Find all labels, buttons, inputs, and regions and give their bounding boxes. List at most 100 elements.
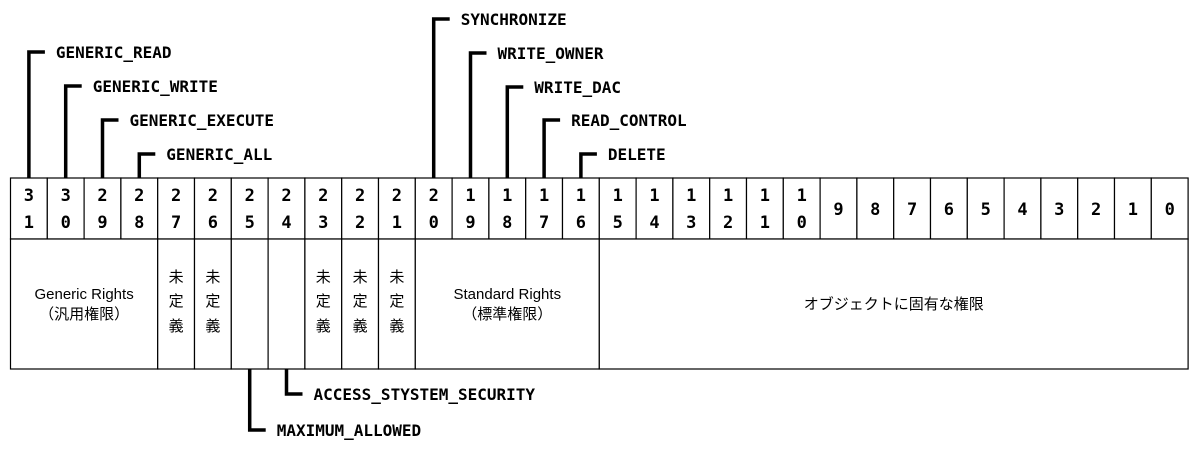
bit-number-digit: 4	[649, 213, 659, 233]
bit-number: 4	[1017, 200, 1027, 220]
bit-number-digit: 3	[318, 213, 328, 233]
region-box	[598, 238, 1189, 370]
bit-cell: 17	[525, 177, 564, 240]
flag-label: WRITE_DAC	[534, 78, 621, 97]
bit-number-digit: 7	[171, 213, 181, 233]
bit-number-row: 3130292827262524232221201918171615141312…	[9, 177, 1189, 240]
flag-label: WRITE_OWNER	[498, 44, 604, 63]
bit-cell: 13	[672, 177, 711, 240]
region-box	[414, 238, 600, 370]
bit-cell: 28	[120, 177, 159, 240]
bit-number-digit: 5	[613, 213, 623, 233]
region-row: Generic Rights（汎用権限）未定義未定義未定義未定義未定義Stand…	[9, 238, 1189, 370]
region-cell: 未定義	[304, 238, 343, 370]
undefined-char: 義	[353, 317, 368, 335]
bit-cell-box	[819, 177, 858, 240]
bit-cell-box	[9, 177, 48, 240]
bit-number-digit: 1	[465, 186, 475, 206]
bit-cell: 9	[819, 177, 858, 240]
bit-number-digit: 2	[318, 186, 328, 206]
bit-number-digit: 2	[429, 186, 439, 206]
bit-cell: 2	[1077, 177, 1116, 240]
bit-cell: 6	[929, 177, 968, 240]
flag-read-control: READ_CONTROL	[542, 111, 687, 178]
bit-number-digit: 2	[208, 186, 218, 206]
bit-cell-box	[193, 177, 232, 240]
bit-number-digit: 1	[760, 213, 770, 233]
bit-cell-box	[966, 177, 1005, 240]
bit-number: 8	[870, 200, 880, 220]
bit-cell: 10	[782, 177, 821, 240]
bit-cell-box	[46, 177, 85, 240]
flag-leader-line	[542, 118, 561, 178]
flag-leader-line	[505, 85, 524, 178]
undefined-char: 定	[205, 292, 220, 310]
bit-number: 2	[1091, 200, 1101, 220]
flag-write-dac: WRITE_DAC	[505, 78, 621, 178]
region-cell: Generic Rights（汎用権限）	[9, 238, 159, 370]
bit-cell-box	[1003, 177, 1042, 240]
bit-cell: 0	[1150, 177, 1189, 240]
flag-leader-line	[579, 152, 597, 178]
flag-maximum-allowed: MAXIMUM_ALLOWED	[247, 369, 422, 440]
bit-cell: 1	[1113, 177, 1152, 240]
flag-leader-line	[468, 51, 487, 178]
bit-cell-box	[1113, 177, 1152, 240]
undefined-char: 義	[316, 317, 331, 335]
region-box	[193, 238, 232, 370]
flag-label: READ_CONTROL	[571, 111, 687, 130]
bit-cell: 18	[488, 177, 527, 240]
flag-access-stystem-security: ACCESS_STYSTEM_SECURITY	[284, 369, 535, 404]
bit-cell-box	[414, 177, 453, 240]
bit-number-digit: 8	[502, 213, 512, 233]
bit-cell: 8	[856, 177, 895, 240]
undefined-char: 未	[169, 268, 184, 286]
flag-label: GENERIC_WRITE	[93, 77, 218, 96]
bit-number-digit: 2	[355, 213, 365, 233]
bit-number-digit: 9	[97, 213, 107, 233]
bit-cell: 16	[561, 177, 600, 240]
undefined-char: 義	[169, 317, 184, 335]
region-box	[9, 238, 159, 370]
bit-cell-box	[672, 177, 711, 240]
bit-number-digit: 7	[539, 213, 549, 233]
undefined-char: 定	[316, 292, 331, 310]
region-box	[230, 238, 269, 370]
flag-leader-line	[137, 152, 156, 178]
region-cell	[267, 238, 306, 370]
undefined-char: 義	[205, 317, 220, 335]
flag-leader-line	[27, 50, 45, 178]
region-label: Generic Rights	[34, 286, 133, 303]
bit-number-digit: 8	[134, 213, 144, 233]
bit-number-digit: 0	[429, 213, 439, 233]
region-box	[304, 238, 343, 370]
bit-number: 5	[981, 200, 991, 220]
bit-number-digit: 1	[760, 186, 770, 206]
undefined-char: 未	[389, 268, 404, 286]
region-box	[341, 238, 380, 370]
undefined-char: 定	[169, 292, 184, 310]
region-box	[267, 238, 306, 370]
flag-generic-execute: GENERIC_EXECUTE	[100, 111, 274, 178]
region-label: Standard Rights	[454, 286, 562, 303]
region-cell: 未定義	[193, 238, 232, 370]
undefined-char: 未	[205, 268, 220, 286]
bit-number: 6	[944, 200, 954, 220]
bit-number-digit: 1	[392, 213, 402, 233]
bit-number-digit: 6	[576, 213, 586, 233]
bit-number-digit: 2	[723, 213, 733, 233]
bit-cell-box	[745, 177, 784, 240]
bit-number: 3	[1054, 200, 1064, 220]
bit-cell: 26	[193, 177, 232, 240]
flag-write-owner: WRITE_OWNER	[468, 44, 604, 178]
bit-number-digit: 2	[281, 186, 291, 206]
undefined-char: 定	[389, 292, 404, 310]
undefined-char: 未	[353, 268, 368, 286]
bit-cell: 4	[1003, 177, 1042, 240]
bit-number-digit: 2	[97, 186, 107, 206]
bit-number-digit: 3	[686, 213, 696, 233]
bit-number: 7	[907, 200, 917, 220]
bit-cell: 22	[341, 177, 380, 240]
flag-label: MAXIMUM_ALLOWED	[277, 421, 422, 440]
